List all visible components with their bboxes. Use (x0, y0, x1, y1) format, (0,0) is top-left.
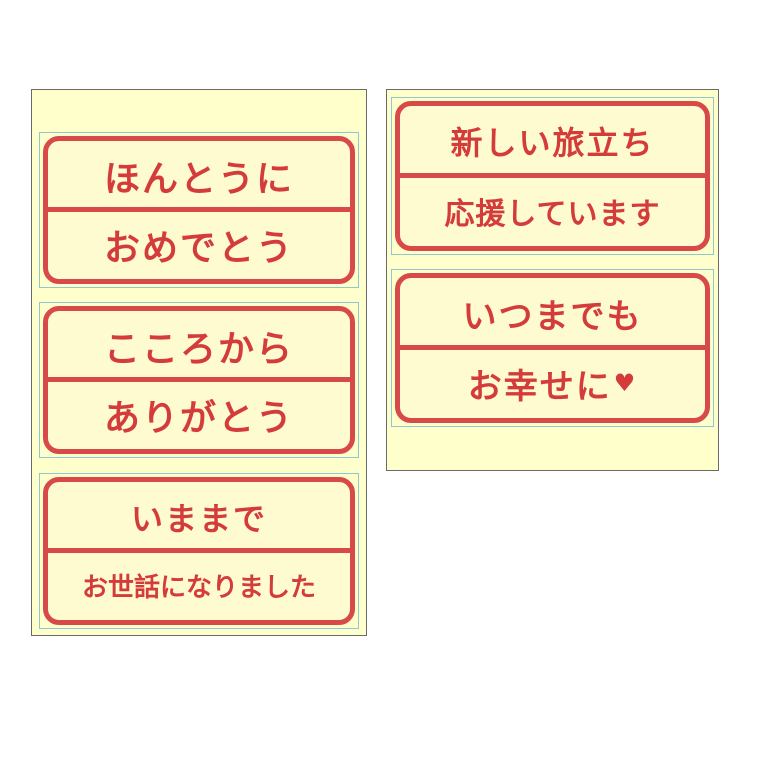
stamp-divider (400, 345, 705, 350)
sticker-top-text: いままで (130, 499, 267, 538)
stamp-divider (48, 207, 350, 212)
stamp-frame: ほんとうに おめでとう (43, 136, 355, 284)
heart-icon: ♥ (613, 369, 638, 397)
sticker-bottom-text: 応援しています (444, 197, 661, 232)
sticker-top-text: いつまでも (462, 296, 643, 337)
stamp-divider (400, 173, 705, 178)
sticker-congratulations: ほんとうに おめでとう (39, 132, 359, 288)
stamp-divider (48, 548, 350, 553)
stamp-frame: いままで お世話になりました (43, 477, 355, 625)
sticker-top-text: こころから (103, 328, 294, 370)
sticker-top-text: 新しい旅立ち (450, 124, 655, 162)
sticker-new-journey: 新しい旅立ち 応援しています (391, 97, 714, 255)
sticker-bottom-text: おめでとう (103, 227, 294, 269)
sticker-be-happy-forever: いつまでも お幸せに♥ (391, 269, 714, 427)
sticker-bottom-text: お世話になりました (81, 573, 316, 603)
sticker-thank-you: こころから ありがとう (39, 302, 359, 458)
sticker-bottom-text: ありがとう (103, 397, 294, 439)
sticker-bottom-line: お幸せに♥ (400, 348, 705, 418)
stamp-divider (48, 377, 350, 382)
sticker-bottom-text: お幸せに (467, 366, 612, 407)
stamp-frame: こころから ありがとう (43, 306, 355, 454)
sticker-thanks-for-everything: いままで お世話になりました (39, 473, 359, 629)
stamp-frame: 新しい旅立ち 応援しています (395, 101, 710, 251)
sticker-top-text: ほんとうに (103, 158, 294, 200)
stamp-frame: いつまでも お幸せに♥ (395, 273, 710, 423)
